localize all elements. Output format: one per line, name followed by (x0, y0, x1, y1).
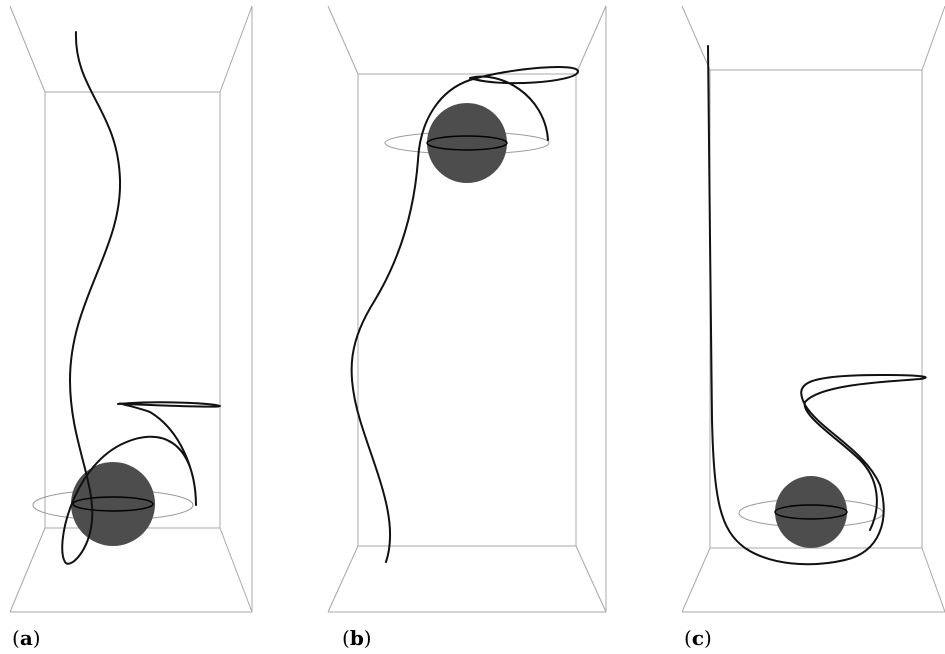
panel-b-trajectory (350, 65, 579, 563)
panel-c-label-open: ( (684, 626, 692, 650)
panel-b-sphere (427, 103, 507, 183)
panel-b-label-letter: b (349, 626, 364, 650)
panel-a-sphere-equator (72, 496, 154, 512)
panel-b-sphere-equator (426, 135, 508, 151)
panel-b-label: (b) (342, 626, 372, 650)
panel-a-label: (a) (12, 626, 41, 650)
panel-c-label-close: ) (704, 626, 712, 650)
panel-a-trajectory (61, 31, 221, 565)
panel-c (681, 5, 945, 613)
panel-b-box (327, 5, 607, 613)
panel-b (327, 5, 607, 613)
panel-c-label: (c) (684, 626, 712, 650)
panel-a-sphere (71, 462, 155, 546)
panel-c-sphere (775, 476, 847, 548)
panel-a-label-letter: a (19, 626, 33, 650)
panel-a (9, 5, 253, 613)
panel-b-label-close: ) (363, 626, 372, 650)
panel-a-label-close: ) (32, 626, 41, 650)
panel-b-label-open: ( (342, 626, 350, 650)
panel-c-trajectory (707, 45, 927, 566)
panel-a-label-open: ( (12, 626, 20, 650)
panel-c-sphere-equator (774, 504, 848, 520)
panel-c-label-letter: c (691, 626, 704, 650)
